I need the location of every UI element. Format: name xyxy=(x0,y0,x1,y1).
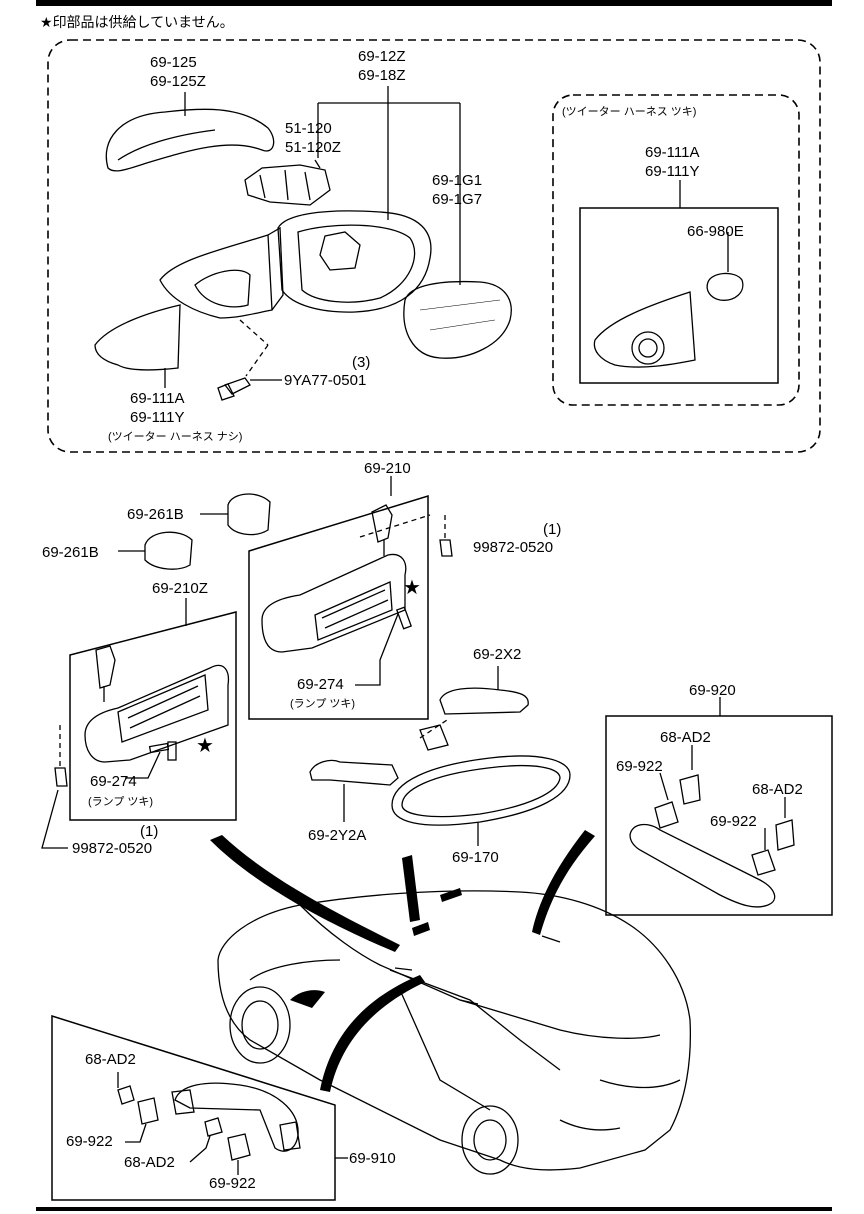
car-body xyxy=(217,890,691,1171)
tweeter-group-box xyxy=(552,94,800,406)
label-68-ad2-d: 68-AD2 xyxy=(124,1154,175,1171)
visor-clip-a xyxy=(227,493,271,536)
label-51-120z: 51-120Z xyxy=(285,139,341,156)
pointer-mirror xyxy=(532,830,595,935)
label-69-2x2: 69-2X2 xyxy=(473,646,522,663)
mirror-glass xyxy=(403,280,512,359)
label-99872-0520-b: 99872-0520 xyxy=(72,840,153,857)
visor-lamp-right xyxy=(395,606,413,630)
tweeter-cover-left xyxy=(94,304,181,371)
label-66-980e: 66-980E xyxy=(687,223,744,240)
label-69-910: 69-910 xyxy=(349,1150,396,1167)
visor-lamp-left xyxy=(148,742,170,754)
rearview-mirror xyxy=(391,755,571,826)
label-69-920: 69-920 xyxy=(689,682,736,699)
label-69-18z: 69-18Z xyxy=(358,67,406,84)
label-69-111y-left: 69-111Y xyxy=(130,409,185,426)
label-69-1g1: 69-1G1 xyxy=(432,172,483,189)
pointer-handle xyxy=(320,975,425,1092)
label-68-ad2-b: 68-AD2 xyxy=(752,781,803,798)
label-69-12z: 69-12Z xyxy=(358,48,406,65)
label-69-2y2a: 69-2Y2A xyxy=(308,827,367,844)
label-69-1g7: 69-1G7 xyxy=(432,191,483,208)
label-69-111y-right: 69-111Y xyxy=(645,163,700,180)
label-68-ad2-c: 68-AD2 xyxy=(85,1051,136,1068)
sun-visor-right xyxy=(261,553,407,653)
label-69-274-a: 69-274 xyxy=(297,676,344,693)
tweeter-detail-box xyxy=(579,207,779,384)
star-mark-a: ★ xyxy=(403,577,421,599)
handle-box-rear xyxy=(605,715,833,916)
tweeter-speaker xyxy=(631,331,665,365)
label-69-274-b: 69-274 xyxy=(90,773,137,790)
label-screw-qty-b: (1) xyxy=(140,823,159,840)
visor-box-left xyxy=(69,611,237,821)
handle-box-front xyxy=(51,1014,336,1201)
label-69-125: 69-125 xyxy=(150,54,197,71)
pointer-visor-2 xyxy=(402,855,420,922)
label-68-ad2-a: 68-AD2 xyxy=(660,729,711,746)
label-no-tweeter-harness: (ツイーター ハーネス ナシ) xyxy=(108,431,243,443)
label-69-111a-left: 69-111A xyxy=(130,390,185,407)
top-border xyxy=(36,0,832,6)
rear-wheel xyxy=(461,1105,519,1175)
sun-visor-left xyxy=(84,664,230,763)
mirror-cap xyxy=(105,108,275,172)
label-69-170: 69-170 xyxy=(452,849,499,866)
grab-handle-rear xyxy=(629,823,776,908)
bolt xyxy=(223,377,251,395)
label-69-210z: 69-210Z xyxy=(152,580,208,597)
mirror-base xyxy=(159,234,273,319)
vanity-mirror-right xyxy=(314,581,393,641)
supply-note: ★印部品は供給していません。 xyxy=(40,12,234,32)
visor-clip-b xyxy=(144,531,193,570)
bottom-border xyxy=(36,1207,832,1211)
label-69-922-c: 69-922 xyxy=(66,1133,113,1150)
mirror-group-box xyxy=(47,39,821,453)
star-mark-b: ★ xyxy=(196,735,214,757)
vanity-mirror-left xyxy=(117,674,209,743)
front-wheel xyxy=(229,986,291,1064)
label-9ya77-0501: 9YA77-0501 xyxy=(284,372,367,389)
grab-handle-front xyxy=(174,1082,299,1152)
pointer-visor xyxy=(210,835,400,952)
supply-note-text: 印部品は供給していません。 xyxy=(52,15,234,31)
label-69-922-b: 69-922 xyxy=(710,813,757,830)
label-69-125z: 69-125Z xyxy=(150,73,206,90)
label-tweeter-harness: (ツイーター ハーネス ツキ) xyxy=(562,106,697,118)
mirror-housing xyxy=(277,210,432,313)
label-lamp-a: (ランプ ツキ) xyxy=(290,698,356,710)
label-51-120: 51-120 xyxy=(285,120,332,137)
label-bolt-qty: (3) xyxy=(352,354,371,371)
label-69-261b-b: 69-261B xyxy=(42,544,99,561)
label-69-922-a: 69-922 xyxy=(616,758,663,775)
mirror-mount xyxy=(439,687,529,715)
label-99872-0520-a: 99872-0520 xyxy=(473,539,554,556)
mirror-trim xyxy=(309,759,399,786)
label-lamp-b: (ランプ ツキ) xyxy=(88,796,154,808)
visor-box-right xyxy=(248,494,429,720)
tweeter-cover-right xyxy=(593,291,696,368)
mirror-actuator xyxy=(244,164,331,206)
label-screw-qty-a: (1) xyxy=(543,521,562,538)
label-69-261b-a: 69-261B xyxy=(127,506,184,523)
label-69-111a-right: 69-111A xyxy=(645,144,700,161)
label-69-210: 69-210 xyxy=(364,460,411,477)
label-69-922-d: 69-922 xyxy=(209,1175,256,1192)
star-icon: ★ xyxy=(40,15,53,31)
